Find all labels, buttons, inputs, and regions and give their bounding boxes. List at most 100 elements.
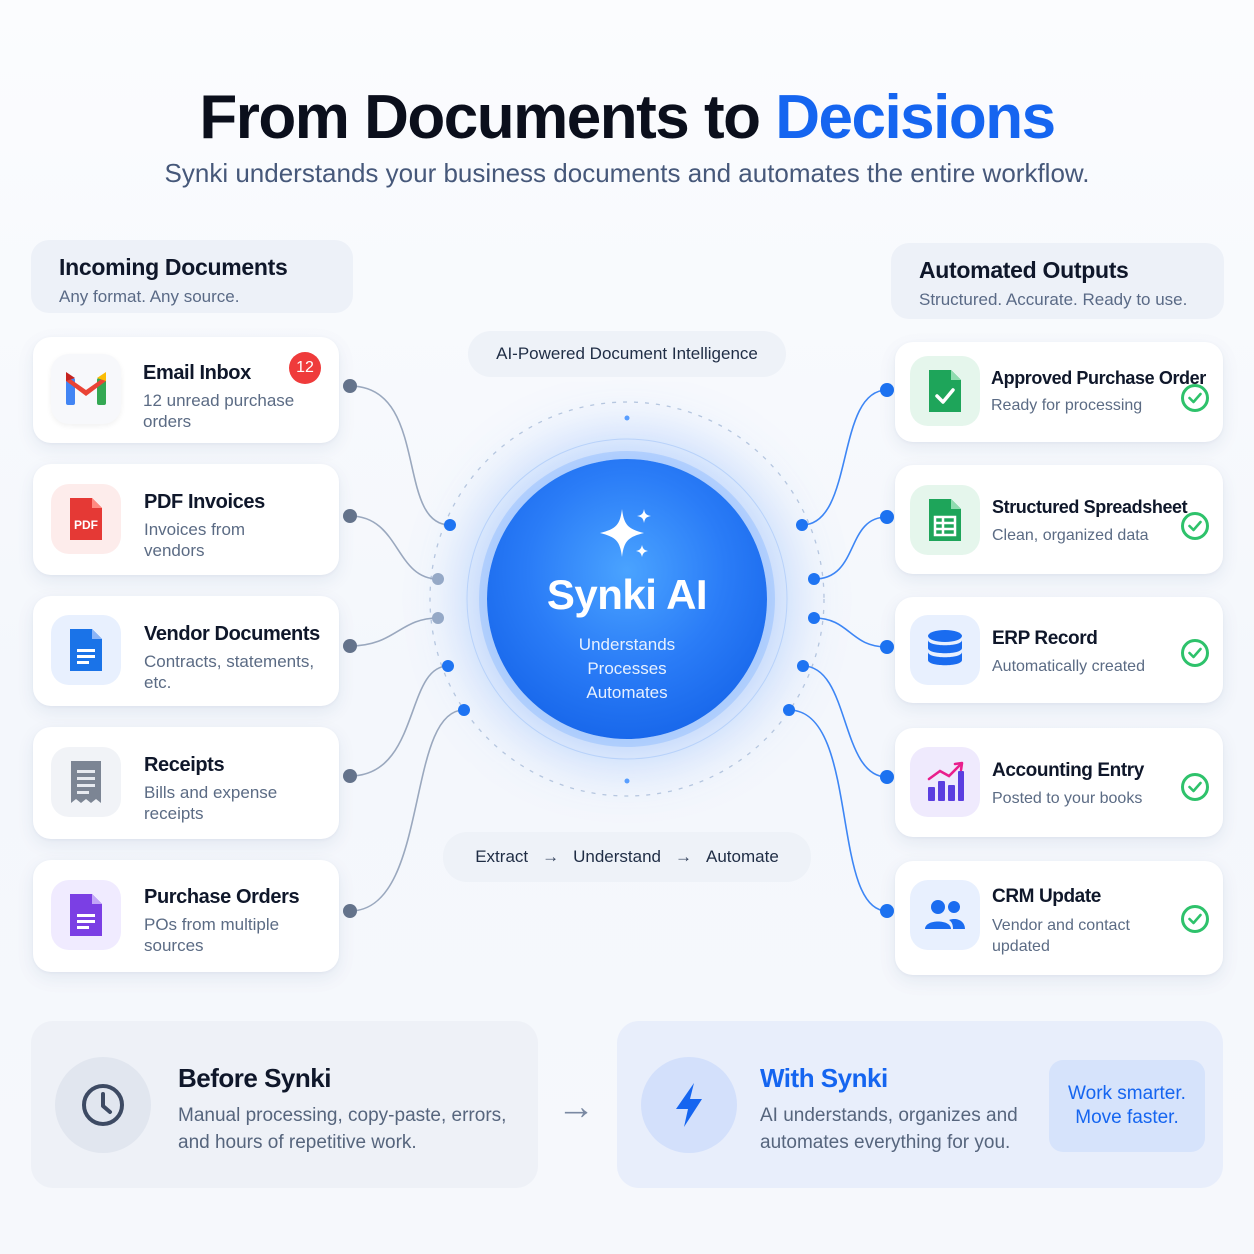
unread-badge: 12 — [289, 352, 321, 384]
tagline-box: Work smarter. Move faster. — [1049, 1060, 1205, 1152]
card-subtitle: Contracts, statements, etc. — [144, 652, 315, 692]
receipt-icon — [51, 747, 121, 817]
check-icon — [1181, 773, 1209, 801]
pdf-icon: PDF — [51, 484, 121, 554]
inner-halo-ring — [466, 438, 788, 760]
before-title: Before Synki — [178, 1063, 331, 1093]
incoming-card-vendor[interactable]: Vendor Documents Contracts, statements, … — [33, 596, 339, 706]
lightning-icon — [641, 1057, 737, 1153]
connector-in-1 — [349, 385, 451, 526]
output-card-spreadsheet[interactable]: Structured Spreadsheet Clean, organized … — [895, 465, 1223, 574]
before-synki-card: Before Synki Manual processing, copy-pas… — [31, 1021, 538, 1188]
ring-dot-top — [624, 415, 630, 421]
incoming-card-pdf[interactable]: PDF PDF Invoices Invoices from vendors — [33, 464, 339, 575]
card-title: Vendor Documents — [144, 623, 320, 645]
connector-out-3 — [813, 617, 888, 648]
sparkle-icon — [600, 509, 651, 557]
arrow-right-icon: → — [542, 847, 560, 866]
card-title: Structured Spreadsheet — [992, 497, 1188, 517]
card-subtitle: Bills and expense receipts — [144, 783, 278, 823]
chart-icon — [910, 747, 980, 817]
process-steps-pill: Extract → Understand → Automate — [443, 832, 811, 882]
users-icon — [910, 880, 980, 950]
ring-node-out-4 — [797, 660, 809, 672]
output-card-crm[interactable]: CRM Update Vendor and contact updated — [895, 861, 1223, 975]
step-extract: Extract — [475, 847, 529, 866]
connector-in-dot-3 — [343, 639, 357, 653]
approved-doc-icon — [910, 356, 980, 426]
orb-line-2: Processes — [587, 659, 667, 678]
outer-dashed-ring — [429, 401, 825, 797]
connector-in-dot-5 — [343, 904, 357, 918]
synki-ai-orb: Synki AI Understands Processes Automates — [487, 459, 767, 739]
with-text: AI understands, organizes and automates … — [760, 1105, 1018, 1153]
connector-in-3 — [349, 617, 439, 647]
card-title: CRM Update — [992, 886, 1101, 907]
card-subtitle: 12 unread purchase orders — [143, 391, 295, 431]
step-automate: Automate — [706, 847, 779, 866]
card-title: Email Inbox — [143, 362, 251, 384]
card-subtitle: Invoices from vendors — [144, 520, 246, 560]
connector-in-5 — [349, 709, 465, 912]
connector-out-dot-5 — [880, 904, 894, 918]
document-icon — [51, 615, 121, 685]
output-card-approved-po[interactable]: Approved Purchase Order Ready for proces… — [895, 342, 1223, 442]
ai-label-pill: AI-Powered Document Intelligence — [468, 331, 786, 377]
card-title: Approved Purchase Order — [991, 368, 1206, 388]
with-title: With Synki — [760, 1063, 888, 1093]
with-synki-card: With Synki AI understands, organizes and… — [617, 1021, 1223, 1188]
incoming-subtitle: Any format. Any source. — [59, 287, 240, 306]
connector-out-4 — [802, 665, 888, 778]
connector-out-dot-1 — [880, 383, 894, 397]
card-subtitle: Clean, organized data — [992, 527, 1149, 544]
orb-line-3: Automates — [586, 683, 668, 702]
card-subtitle: Vendor and contact updated — [992, 917, 1130, 955]
ring-node-in-1 — [444, 519, 456, 531]
connector-in-dot-4 — [343, 769, 357, 783]
outputs-title: Automated Outputs — [919, 257, 1129, 283]
ring-node-out-5 — [783, 704, 795, 716]
card-subtitle: POs from multiple sources — [144, 915, 280, 955]
connector-out-2 — [813, 516, 888, 580]
check-icon — [1181, 384, 1209, 412]
connector-in-dot-2 — [343, 509, 357, 523]
output-card-erp[interactable]: ERP Record Automatically created — [895, 597, 1223, 703]
ring-node-out-2 — [808, 573, 820, 585]
connector-in-2 — [349, 515, 439, 580]
connector-out-dot-3 — [880, 640, 894, 654]
incoming-card-email[interactable]: Email Inbox 12 unread purchase orders 12 — [33, 337, 339, 443]
output-card-accounting[interactable]: Accounting Entry Posted to your books — [895, 728, 1223, 837]
incoming-card-receipts[interactable]: Receipts Bills and expense receipts — [33, 727, 339, 839]
incoming-title: Incoming Documents — [59, 254, 288, 280]
spreadsheet-icon — [910, 485, 980, 555]
ring-node-in-3 — [432, 612, 444, 624]
check-icon — [1181, 639, 1209, 667]
connector-out-dot-2 — [880, 510, 894, 524]
connector-out-5 — [788, 709, 888, 912]
ring-node-in-5 — [458, 704, 470, 716]
clock-icon — [55, 1057, 151, 1153]
card-title: ERP Record — [992, 628, 1098, 649]
page-subtitle: Synki understands your business document… — [164, 158, 1090, 188]
database-icon — [910, 615, 980, 685]
check-icon — [1181, 512, 1209, 540]
before-text: Manual processing, copy-paste, errors, a… — [178, 1105, 507, 1153]
card-subtitle: Posted to your books — [992, 790, 1143, 807]
card-title: Purchase Orders — [144, 886, 300, 908]
card-title: Receipts — [144, 754, 225, 776]
step-understand: Understand — [573, 847, 662, 866]
ring-node-out-3 — [808, 612, 820, 624]
incoming-card-po[interactable]: Purchase Orders POs from multiple source… — [33, 860, 339, 972]
check-icon — [1181, 905, 1209, 933]
purchase-order-icon — [51, 880, 121, 950]
card-subtitle: Automatically created — [992, 658, 1145, 675]
arrow-right-icon: → — [557, 1086, 595, 1128]
card-title: PDF Invoices — [144, 491, 265, 513]
tagline-line-2: Move faster. — [1075, 1107, 1179, 1128]
orb-line-1: Understands — [578, 635, 676, 654]
arrow-right-icon: → — [675, 847, 693, 866]
connector-in-4 — [349, 665, 449, 777]
title-accent: Decisions — [775, 83, 1056, 152]
ring-node-in-4 — [442, 660, 454, 672]
orb-title: Synki AI — [546, 571, 708, 618]
